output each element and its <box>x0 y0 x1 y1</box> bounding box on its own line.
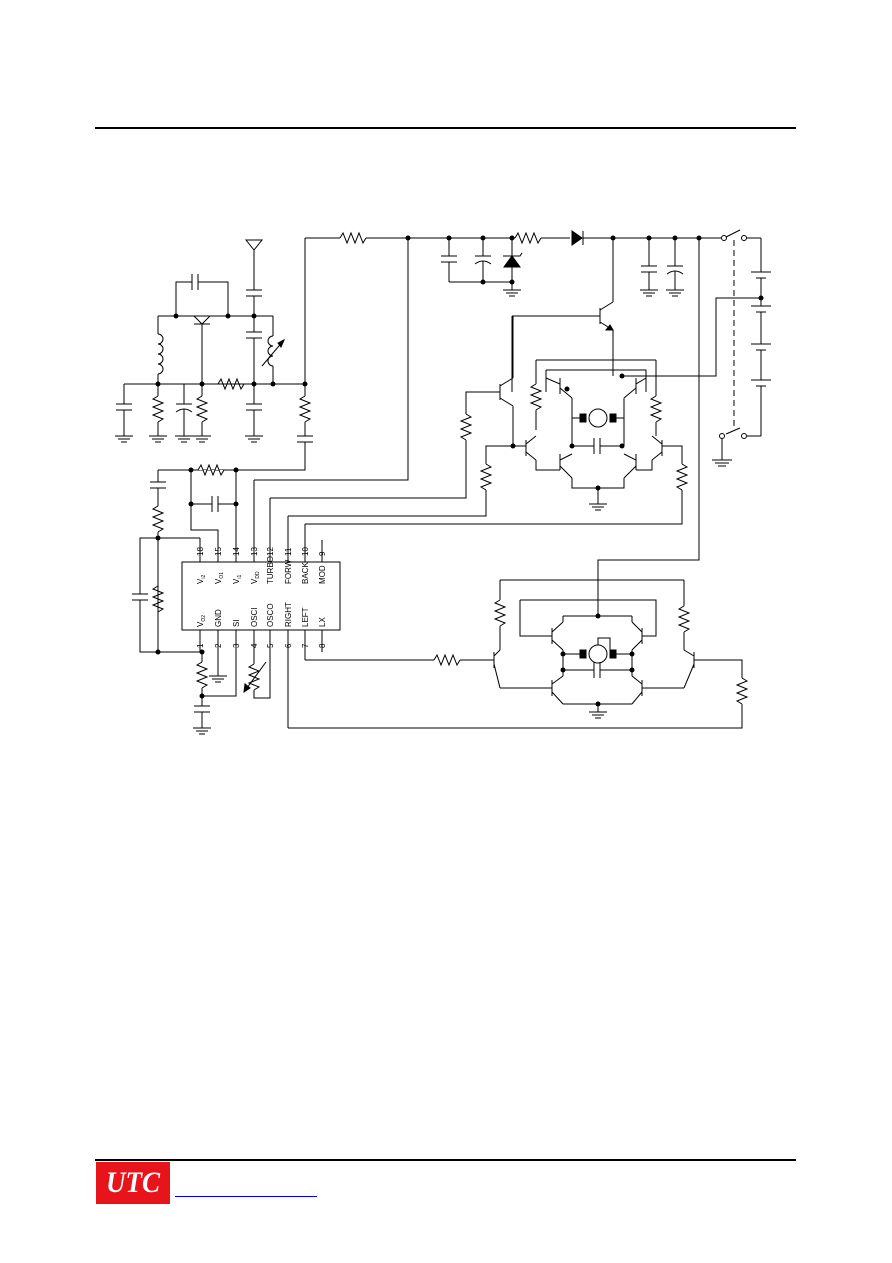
ic-pin-label: Vi1 <box>232 575 243 584</box>
ic-pin-label: TURBO <box>266 556 275 584</box>
ic-pin-number: 2 <box>214 643 223 648</box>
ic-pin-label: GND <box>214 609 223 627</box>
ic-pin-label: VO2 <box>196 615 207 627</box>
ic-pin-label: Vi2 <box>196 575 207 584</box>
ic-pin-label: SI <box>232 619 241 627</box>
resistor-r1 <box>339 231 367 245</box>
ic-pin-label: LEFT <box>301 607 310 627</box>
footer-link-underline <box>175 1196 317 1197</box>
ic-pin-label: VDD <box>250 571 261 584</box>
utc-logo-text: UTC <box>106 1166 160 1199</box>
diode-main <box>571 230 584 246</box>
ic-pin-label: LX <box>318 617 327 627</box>
ic-pin-label: OSCO <box>266 603 275 627</box>
ic-pin-number: 11 <box>284 547 293 556</box>
ic-pin-number: 4 <box>250 643 259 648</box>
ic-pin-label: BACK <box>301 562 310 584</box>
utc-logo: UTC <box>96 1162 170 1204</box>
ic-pin-label: RIGHT <box>284 602 293 627</box>
ic-pin-label: VO1 <box>214 572 225 584</box>
ic-pin-number: 7 <box>301 643 310 648</box>
ic-pin-number: 14 <box>232 547 241 556</box>
resistor-r2 <box>514 231 542 245</box>
junction-dots <box>155 235 764 707</box>
regulator-section <box>441 238 684 297</box>
supply-rail <box>304 230 722 385</box>
ic-pin-number: 6 <box>284 643 293 648</box>
footer-website-link[interactable] <box>175 1178 317 1198</box>
ic-package <box>181 480 341 728</box>
lower-h-bridge <box>493 579 695 719</box>
ic-pin-number: 18 <box>196 547 205 556</box>
battery-pack <box>622 229 771 467</box>
ic-pin-number: 1 <box>196 643 205 648</box>
rf-front-end <box>115 239 313 471</box>
upper-h-bridge <box>499 238 663 511</box>
ic-pin-number: 8 <box>318 643 327 648</box>
ic-pin-number: 3 <box>232 643 241 648</box>
ic-bottom-pin-labels: 1 VO2 2 GND 3 SI 4 OSCI 5 OSCO 6 RIGHT 7 LEFT 8 LX <box>196 602 327 648</box>
resistor-r-bias <box>217 377 245 391</box>
zener-diode <box>503 255 521 268</box>
ic-pin-label: MOD <box>318 565 327 584</box>
ic-pin-number: 12 <box>266 547 275 556</box>
ic-pin-number: 15 <box>214 547 223 556</box>
ic-wiring <box>193 238 749 735</box>
header-rule <box>95 127 796 129</box>
ic-pin-number: 10 <box>301 547 310 556</box>
ic-pin-number: 5 <box>266 643 275 648</box>
ic-pin-label: OSCI <box>250 607 259 627</box>
footer-rule <box>95 1159 796 1161</box>
ic-pin-number: 13 <box>250 547 259 556</box>
ic-pin-label: FORW <box>284 559 293 584</box>
ic-pin-number: 9 <box>318 551 327 556</box>
